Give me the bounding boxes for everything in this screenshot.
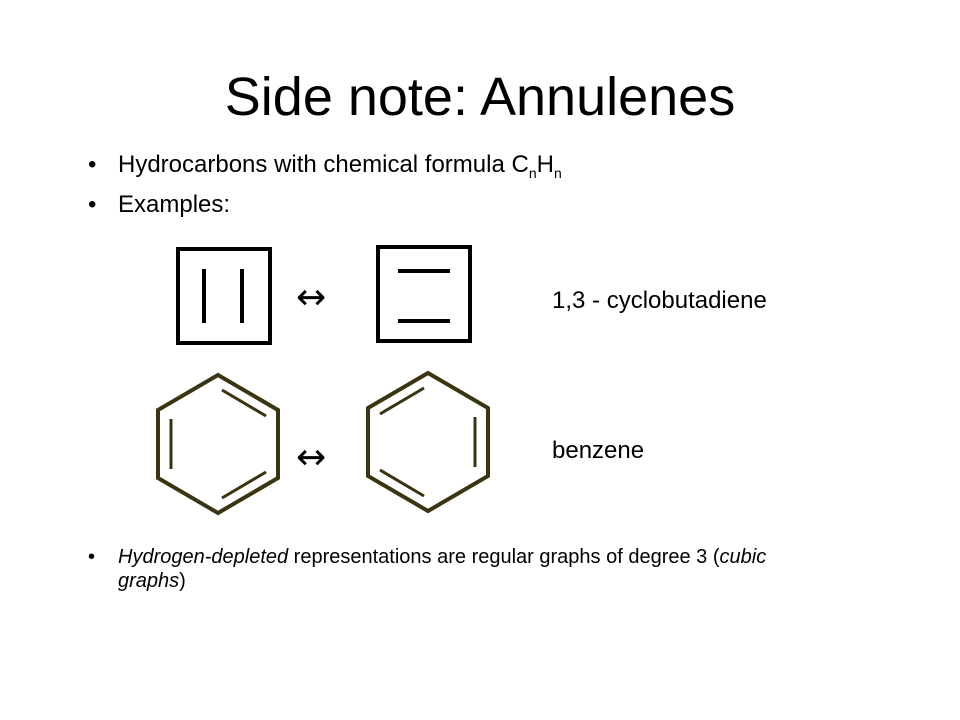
cyclobutadiene-structure-a xyxy=(176,247,272,345)
cyclobutadiene-a-ring xyxy=(176,247,272,345)
formula-subscript-n1: n xyxy=(528,165,537,181)
bullet-examples-text: Examples: xyxy=(118,191,231,218)
cyclobutadiene-b-ring xyxy=(376,245,472,343)
bullet-hydrogen-depleted-text: Hydrogen-depleted representations are re… xyxy=(118,545,838,593)
cyclobutadiene-structure-b xyxy=(376,245,472,343)
formula-subscript-n2: n xyxy=(553,165,562,181)
hydrogen-depleted-close: ) xyxy=(179,570,186,592)
benzene-label: benzene xyxy=(552,437,645,464)
cyclobutadiene-label: 1,3 - cyclobutadiene xyxy=(552,287,767,314)
benzene-a-double-bond-2 xyxy=(221,470,267,500)
resonance-arrow-cyclobutadiene: ↔ xyxy=(296,277,327,318)
hydrogen-depleted-body: representations are regular graphs of de… xyxy=(288,546,720,568)
benzene-structure-a xyxy=(156,372,280,516)
bullet-marker: • xyxy=(88,151,97,178)
resonance-arrow-benzene: ↔ xyxy=(296,437,327,478)
benzene-structure-b xyxy=(366,370,490,514)
benzene-a-ring xyxy=(156,372,280,516)
bullet-formula-text: Hydrocarbons with chemical formula CnHn xyxy=(118,150,562,180)
benzene-b-ring xyxy=(366,370,490,514)
slide-title: Side note: Annulenes xyxy=(224,67,736,127)
bullet-marker: • xyxy=(88,191,97,218)
benzene-b-double-bond-3 xyxy=(379,468,425,498)
emphasis-cubic-graphs: cubic graphs xyxy=(118,546,767,592)
formula-hydrogen: H xyxy=(536,151,554,178)
formula-prefix: Hydrocarbons with chemical formula C xyxy=(118,151,529,178)
emphasis-hydrogen-depleted: Hydrogen-depleted xyxy=(118,546,289,568)
benzene-a-double-bond-1 xyxy=(221,388,267,418)
bullet-marker: • xyxy=(88,546,96,568)
benzene-b-double-bond-1 xyxy=(379,386,425,416)
